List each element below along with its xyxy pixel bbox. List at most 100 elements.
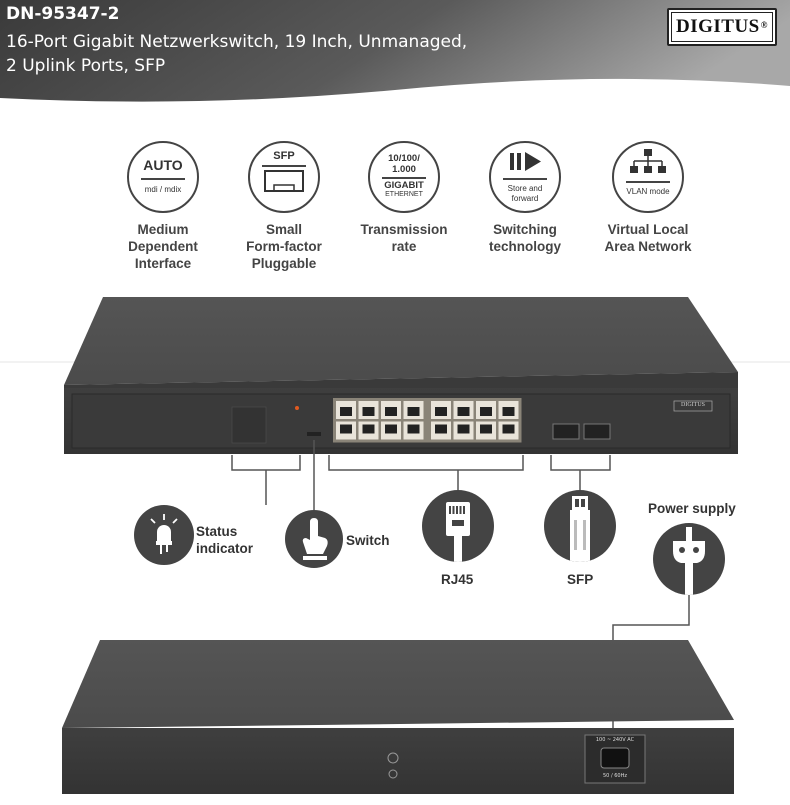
sfp-port-1: [552, 423, 580, 440]
sfp-icon: SFP: [248, 141, 320, 213]
divider-line: [503, 178, 547, 180]
rj45-label: RJ45: [441, 572, 474, 587]
caption-line: Dependent: [128, 239, 198, 254]
rj45-port-opening: [435, 424, 447, 434]
power-led: [295, 406, 299, 410]
ethernet-label: ETHERNET: [385, 191, 423, 198]
pause-play-icon: [510, 152, 541, 171]
caption-line: Transmission: [360, 222, 448, 237]
divider-line: [626, 181, 670, 183]
divider-line: [382, 177, 426, 179]
rj45-port-opening: [502, 407, 515, 416]
front-brand-text: DIGITUS: [681, 402, 705, 408]
rj45-port-block: [333, 398, 522, 443]
rj45-icon: [422, 490, 494, 562]
caption-line: Interface: [134, 256, 192, 271]
sfp-label: SFP: [273, 150, 295, 162]
header-banner: DN-95347-2 16-Port Gigabit Netzwerkswitc…: [0, 0, 790, 108]
front-switch-edge: [64, 372, 738, 388]
label-line: indicator: [196, 541, 254, 556]
rear-switch-top: [62, 640, 734, 728]
divider-line: [141, 178, 185, 180]
feature-sfp: SFP Small Form-factor Pluggable: [229, 141, 339, 272]
caption-line: technology: [488, 239, 561, 254]
gigabit-label: GIGABIT: [384, 180, 424, 191]
rj45-plug-icon: [446, 502, 470, 562]
front-switch-top: [64, 297, 738, 385]
feature-caption: Transmission rate: [349, 221, 459, 255]
power-supply-icon: [653, 523, 725, 595]
model-number: DN-95347-2: [6, 4, 120, 24]
caption-line: Form-factor: [246, 239, 322, 254]
feature-gigabit: 10/100/ 1.000 GIGABIT ETHERNET Transmiss…: [349, 141, 459, 255]
mode-switch: [307, 432, 321, 436]
brand-name: DIGITUS: [676, 16, 760, 37]
feature-store-and-forward: Store and forward Switching technology: [470, 141, 580, 255]
caption-line: rate: [391, 239, 417, 254]
rj45-port-opening: [435, 407, 447, 416]
rj45-port-opening: [407, 424, 420, 434]
led-bulb-icon: [150, 514, 178, 554]
caption-line: Pluggable: [251, 256, 317, 271]
ground-screw: [387, 752, 399, 764]
auto-mdix-icon: AUTO mdi / mdix: [127, 141, 199, 213]
rj45-port-opening: [457, 424, 470, 434]
rj45-port-opening: [362, 424, 375, 434]
status-callout-line: [231, 455, 301, 505]
front-brand-plate: [673, 400, 713, 412]
registered-mark: ®: [760, 20, 768, 30]
feature-caption: Virtual Local Area Network: [593, 221, 703, 255]
switch-icon: [285, 510, 343, 568]
status-indicator-label: Status indicator: [196, 523, 253, 557]
product-subtitle-line-2: 2 Uplink Ports, SFP: [6, 56, 166, 76]
sfp-module-drawing: [264, 170, 304, 192]
feature-caption: Switching technology: [470, 221, 580, 255]
store-and-label: Store and: [507, 184, 543, 193]
caption-line: Virtual Local: [607, 222, 689, 237]
feature-caption: Small Form-factor Pluggable: [229, 221, 339, 272]
speed-line-1: 10/100/: [388, 153, 420, 164]
network-tree-icon: [630, 149, 666, 173]
caption-line: Switching: [493, 222, 557, 237]
gigabit-icon: 10/100/ 1.000 GIGABIT ETHERNET: [368, 141, 440, 213]
sfp-module-icon: [544, 490, 616, 562]
power-inlet-socket: [600, 747, 630, 769]
rj45-port-opening: [480, 407, 492, 416]
rj45-callout-line: [328, 455, 524, 490]
rj45-port-opening: [362, 407, 375, 416]
sfp-port-2: [583, 423, 611, 440]
digitus-logo: DIGITUS®: [667, 8, 777, 46]
rj45-port-opening: [340, 407, 352, 416]
product-subtitle-line-1: 16-Port Gigabit Netzwerkswitch, 19 Inch,…: [6, 32, 468, 52]
feature-auto-mdix: AUTO mdi / mdix Medium Dependent Interfa…: [108, 141, 218, 272]
rj45-port-opening: [502, 424, 515, 434]
divider-line: [262, 165, 306, 167]
power-plug-icon: [673, 527, 705, 595]
rj45-port-opening: [457, 407, 470, 416]
vlan-mode-label: VLAN mode: [626, 187, 670, 196]
ground-symbol: [388, 769, 398, 779]
finger-press-icon: [302, 518, 328, 560]
status-led-block: [231, 406, 267, 444]
rj45-port-opening: [407, 407, 420, 416]
mdi-mdix-label: mdi / mdix: [144, 185, 182, 194]
rj45-port-opening: [385, 407, 397, 416]
caption-line: Medium: [137, 222, 189, 237]
sfp-label: SFP: [567, 572, 594, 587]
rj45-port-opening: [385, 424, 397, 434]
store-and-forward-icon: Store and forward: [489, 141, 561, 213]
power-frequency-text: 50 / 60Hz: [603, 773, 627, 779]
vlan-icon: VLAN mode: [612, 141, 684, 213]
power-rating-text: 100 ~ 240V AC: [595, 737, 635, 743]
switch-label: Switch: [346, 533, 390, 548]
auto-label: AUTO: [143, 157, 183, 173]
forward-label: forward: [511, 194, 539, 203]
header-background: [0, 0, 790, 102]
caption-line: Area Network: [604, 239, 692, 254]
feature-caption: Medium Dependent Interface: [108, 221, 218, 272]
rj45-port-opening: [480, 424, 492, 434]
caption-line: Small: [265, 222, 303, 237]
power-supply-label: Power supply: [648, 501, 736, 516]
feature-vlan: VLAN mode Virtual Local Area Network: [593, 141, 703, 255]
